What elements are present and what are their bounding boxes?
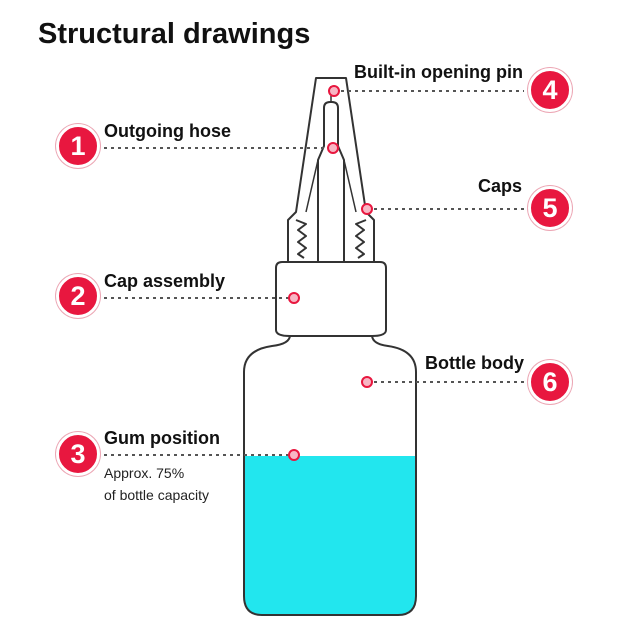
callout-label-built-in-opening-pin: Built-in opening pin (354, 62, 523, 82)
marker-dot-6 (361, 376, 373, 388)
liquid-fill (244, 456, 416, 615)
marker-dot-2 (288, 292, 300, 304)
callout-badge-5: 5 (528, 186, 572, 230)
outgoing-hose-outline (317, 101, 345, 262)
callout-badge-3: 3 (56, 432, 100, 476)
callout-label-gum-position: Gum position (104, 428, 220, 448)
callout-label-caps: Caps (477, 176, 522, 196)
marker-dot-3 (288, 449, 300, 461)
bottle-body-outline (243, 334, 417, 616)
thread-right (355, 219, 367, 259)
callout-badge-6: 6 (528, 360, 572, 404)
inner-shoulder-left (305, 159, 319, 213)
callout-label-outgoing-hose: Outgoing hose (104, 121, 231, 141)
marker-dot-4 (328, 85, 340, 97)
marker-dot-5 (361, 203, 373, 215)
nozzle-outline (287, 77, 375, 262)
cap-assembly-outline (275, 261, 387, 337)
callout-label-cap-assembly: Cap assembly (104, 271, 226, 291)
inner-shoulder-right (343, 159, 357, 213)
callout-note-capacity-line2: of bottle capacity (104, 487, 210, 503)
callout-label-bottle-body: Bottle body (425, 353, 524, 373)
thread-left (295, 219, 307, 259)
callout-note-capacity-line1: Approx. 75% (104, 465, 185, 481)
callout-badge-4: 4 (528, 68, 572, 112)
callout-badge-1: 1 (56, 124, 100, 168)
marker-dot-1 (327, 142, 339, 154)
callout-badge-2: 2 (56, 274, 100, 318)
diagram-title: Structural drawings (38, 18, 311, 50)
